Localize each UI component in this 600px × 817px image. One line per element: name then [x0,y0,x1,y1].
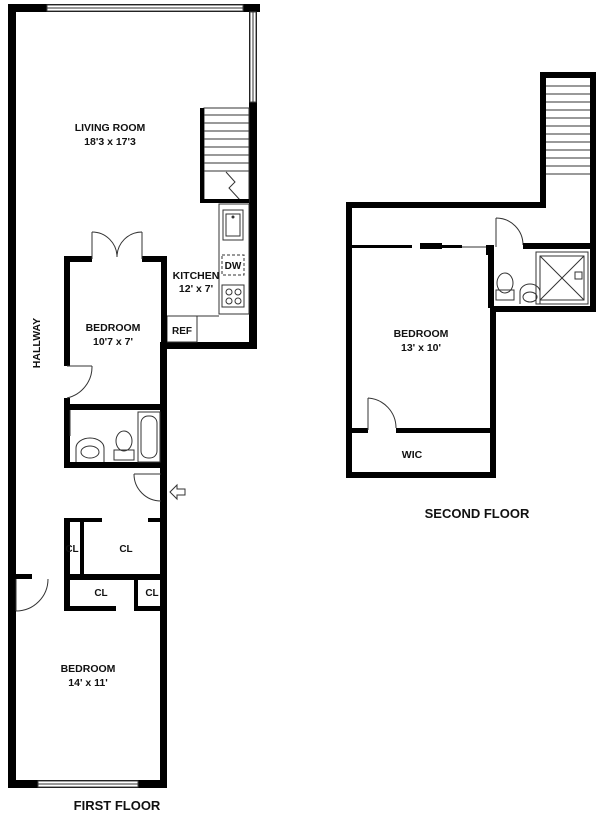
first-floor-staircase [200,107,250,203]
east-wall-lower [160,342,167,788]
closet-label-4: CL [145,588,158,599]
bedroom2-name: BEDROOM [61,663,116,675]
bedroom1-french-doors [91,231,143,259]
hallway-label: HALLWAY [31,318,43,368]
closet-label-1: CL [65,544,78,555]
bedroom1-north-wall-b [142,256,167,262]
second-floor-toilet-icon [496,272,514,294]
bedroom1-name: BEDROOM [86,322,141,334]
second-floor-staircase [546,85,590,175]
second-floor-bedroom-name: BEDROOM [394,328,449,340]
bedroom1-west-wall [64,256,70,366]
bedroom1-door [66,365,93,399]
stove-icon [221,284,245,308]
bathroom-sink-icon [75,437,105,462]
toilet-tank-icon [113,449,135,461]
entrance-arrow-icon [169,483,186,501]
second-floor-sink-icon [519,283,541,304]
closet-label-3: CL [94,588,107,599]
closet-label-2: CL [119,544,132,555]
west-wall [8,4,16,788]
kitchen-counter: DW [218,203,250,315]
east-wall-upper [249,4,257,344]
dishwasher-icon [221,254,245,276]
bathtub-icon [137,411,161,463]
kitchen-south-wall [160,342,257,349]
dishwasher-label: DW [225,261,242,272]
bedroom2-size: 14' x 11' [68,677,107,689]
kitchen-name: KITCHEN [173,270,220,282]
kitchen-sink-icon [222,209,244,241]
first-floor-title: FIRST FLOOR [74,798,161,813]
second-floor-plan: BEDROOM 13' x 10' WIC SECOND FLOOR [346,72,596,521]
first-floor-plan: DW REF [8,4,260,813]
entrance-door [133,468,167,502]
shower-icon [535,251,589,305]
bedroom1-south-wall [64,404,167,410]
first-floor-closets [8,518,167,612]
kitchen-size: 12' x 7' [179,283,213,295]
bedroom1-size: 10'7 x 7' [93,336,133,348]
refrigerator-label: REF [172,326,192,337]
living-room-name: LIVING ROOM [75,122,146,134]
toilet-icon [115,430,133,452]
bedroom1-north-wall-a [64,256,92,262]
living-room-size: 18'3 x 17'3 [84,136,136,148]
first-floor-bathroom [64,404,167,468]
second-floor-title: SECOND FLOOR [425,506,530,521]
wic-label: WIC [402,449,423,461]
second-floor-toilet-tank-icon [495,289,515,301]
second-floor-bedroom-size: 13' x 10' [401,342,441,354]
bedroom1-east-wall [161,256,167,346]
